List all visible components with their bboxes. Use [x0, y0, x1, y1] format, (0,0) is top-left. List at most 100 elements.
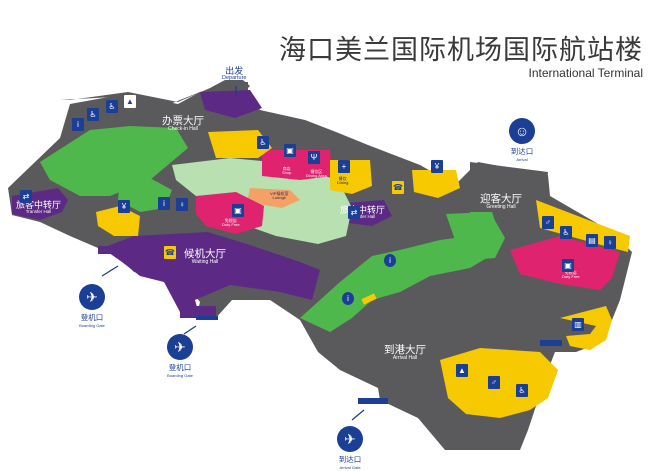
shop-zh: 商店 [282, 166, 291, 171]
duty-free-left-zh: 免税店 [224, 218, 237, 223]
departure-label: 出发 Departure [222, 67, 246, 82]
gate-top-en: Arrival [516, 157, 528, 162]
waiting-zh: 候机大厅 [184, 248, 226, 260]
zone-yellow-curve [560, 306, 612, 350]
duty-free-right-en: Duty Free [562, 274, 580, 280]
label-shop: 商店 Shop [282, 166, 292, 176]
duty-free-left-icon: ▣ [232, 204, 244, 217]
zone-orange [248, 188, 300, 208]
restroom-right-icon: ♂ [542, 216, 554, 229]
checkin-zh: 办票大厅 [162, 115, 204, 127]
floor-greeting-wing [470, 162, 548, 200]
currency-icon: ¥ [431, 160, 443, 173]
luggage-icon: ▤ [586, 234, 598, 247]
transfer-left-zh: 旅客中转厅 [16, 200, 62, 210]
map-title: 海口美兰国际机场国际航站楼 [279, 35, 643, 66]
label-waiting-hall: 候机大厅 Waiting Hall [184, 248, 226, 265]
departure-en: Departure [222, 75, 247, 81]
person-icon: ☺ [509, 118, 535, 144]
plane-icon: ✈ [79, 284, 105, 310]
transfer-mid-en: Transfer Hall [349, 214, 376, 220]
restroom-right2-icon: ♀ [604, 236, 616, 249]
label-dining: 餐饮 Dining [337, 176, 349, 186]
zone-yellow-top [208, 130, 272, 158]
duty-free-left-en: Duty Free [222, 222, 240, 228]
gate-arrival-top: ☺ 到达口 Arrival [508, 118, 536, 162]
label-lounge: VIP候机室 Lounge [270, 191, 289, 201]
currency-left-icon: ¥ [118, 200, 130, 213]
lounge-zh: VIP候机室 [270, 191, 289, 196]
greeting-en: Greeting Hall [486, 204, 516, 211]
zone-yellow-left [96, 206, 140, 236]
arrival-zh: 到港大厅 [384, 344, 426, 356]
label-duty-free-right: 免税店 Duty Free [562, 270, 580, 280]
gate-top-zh: 到达口 [510, 147, 534, 156]
pier-1 [180, 306, 216, 318]
dining-icon: Ψ [308, 151, 320, 164]
zone-upper-purple [200, 90, 262, 118]
greeting-zh: 迎客大厅 [480, 193, 522, 205]
zone-yellow-gate [412, 170, 460, 198]
transfer-left-en: Transfer Hall [25, 209, 52, 215]
restroom-mid-icon: ♀ [176, 198, 188, 211]
escalator-icon: ▲ [124, 95, 136, 108]
label-transfer-mid: 旅客中转厅 Transfer Hall [340, 205, 386, 220]
arrival-en: Arrival Hall [392, 355, 418, 362]
label-duty-free-left: 免税店 Duty Free [222, 218, 240, 228]
escalator-arrival-icon: ▲ [456, 364, 468, 377]
dining-2-en: Dining [337, 180, 349, 186]
accessible-arrival-icon: ♿ [516, 384, 528, 397]
restroom-arrival-icon: ♂ [488, 376, 500, 389]
dining-1-en: Dining Area [306, 173, 327, 179]
transfer-mid-icon: ⇄ [348, 206, 360, 219]
gate-left-en: Boarding Gate [79, 323, 105, 328]
pier-3 [98, 246, 124, 254]
pier-arrival [358, 398, 388, 404]
gate-middle-en: Boarding Gate [167, 373, 193, 378]
gate-boarding-middle: ✈ 登机口 Boarding Gate [166, 334, 194, 378]
dining-1-zh: 餐饮区 [310, 169, 323, 174]
label-greeting-hall: 迎客大厅 Greeting Hall [480, 193, 522, 211]
transfer-mid-zh: 旅客中转厅 [340, 205, 386, 215]
info-greeting-icon: i [384, 254, 396, 267]
gate-bottom-zh: 到达口 [338, 455, 362, 464]
plane-icon: ✈ [337, 426, 363, 452]
transfer-left-icon: ⇄ [20, 190, 32, 203]
zone-duty-free-left [196, 192, 264, 234]
gate-middle-zh: 登机口 [168, 363, 192, 372]
accessible-right-icon: ♿ [560, 226, 572, 239]
gate-arrival-bottom: ✈ 到达口 Arrival Gate [336, 426, 364, 470]
gate-bottom-en: Arrival Gate [339, 465, 361, 470]
phone-icon: ☎ [164, 246, 176, 259]
medical-icon: + [338, 160, 350, 173]
pier-2 [196, 316, 218, 320]
dining-2-zh: 餐饮 [338, 176, 347, 181]
map-subtitle: International Terminal [528, 66, 643, 80]
checkin-en: Check-in Hall [168, 126, 198, 133]
zone-checkin-green [40, 126, 188, 196]
info-arrival-icon: i [342, 292, 354, 305]
info-mid-icon: i [158, 197, 170, 210]
gate-boarding-left: ✈ 登机口 Boarding Gate [78, 284, 106, 328]
duty-free-right-icon: ▣ [562, 259, 574, 272]
accessible-restroom-icon: ♿ [106, 100, 118, 113]
plane-icon: ✈ [167, 334, 193, 360]
baggage-claim-icon: ▥ [572, 318, 584, 331]
label-dining-area: 餐饮区 Dining Area [306, 169, 327, 179]
departure-zh: 出发 [225, 66, 244, 76]
phone-right-icon: ☎ [392, 181, 404, 194]
info-icon: i [72, 118, 84, 131]
pier-right [540, 340, 562, 346]
shop-en: Shop [282, 170, 292, 176]
restroom-icon: ♿ [87, 108, 99, 121]
duty-free-right-zh: 免税店 [564, 270, 577, 275]
label-transfer-left: 旅客中转厅 Transfer Hall [16, 200, 62, 215]
label-arrival-hall: 到港大厅 Arrival Hall [384, 344, 426, 362]
wheelchair-icon: ♿ [257, 136, 269, 149]
gate-left-zh: 登机口 [80, 313, 104, 322]
zone-yellow-strip [361, 293, 377, 305]
zone-waiting-hall [102, 232, 320, 318]
lounge-en: Lounge [272, 195, 286, 201]
zone-greeting-green [446, 212, 505, 260]
